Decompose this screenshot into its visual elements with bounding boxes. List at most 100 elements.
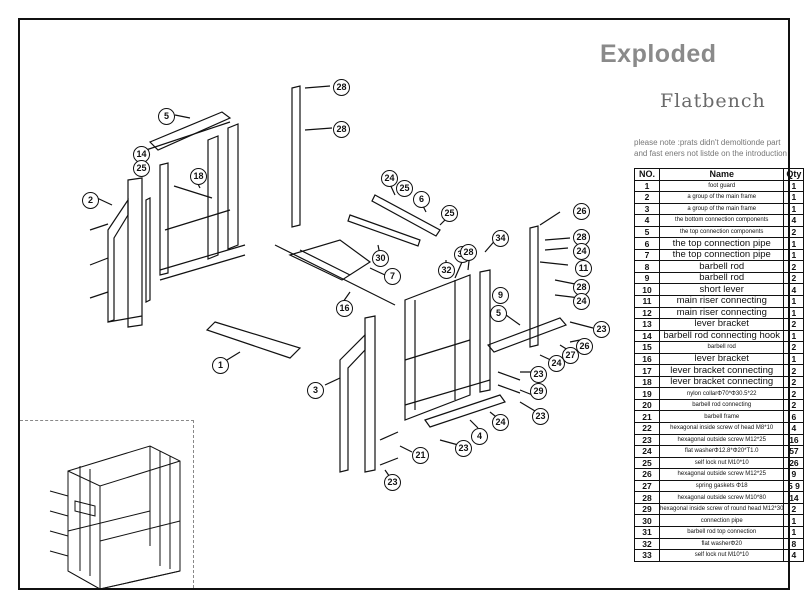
part-callout: 11 — [575, 260, 592, 277]
part-qty-cell: 1 — [783, 329, 805, 343]
part-name-cell: barbell rod connecting — [658, 398, 785, 412]
part-qty-cell: 2 — [783, 225, 805, 239]
part-qty-cell: 2 — [783, 387, 805, 400]
part-name-cell: barbell rod top connection — [658, 525, 785, 539]
part-callout: 2 — [82, 192, 99, 209]
part-name-cell: foot guard — [658, 179, 785, 193]
part-callout: 24 — [548, 355, 565, 372]
part-name-cell: main riser connecting — [658, 306, 785, 320]
part-callout: 29 — [530, 383, 547, 400]
part-name-cell: hexagonal outside screw M10*80 — [658, 491, 785, 504]
assembled-view-inset — [20, 420, 194, 590]
part-number-cell: 10 — [634, 283, 660, 296]
part-name-cell: lever bracket connecting — [658, 375, 785, 389]
part-number-cell: 31 — [634, 525, 660, 539]
part-foot-guard-1 — [205, 321, 302, 359]
part-callout: 28 — [333, 79, 350, 96]
part-number-cell: 12 — [634, 306, 660, 320]
part-qty-cell: 1 — [783, 514, 805, 527]
part-callout: 26 — [576, 338, 593, 355]
part-top-connection-6 — [371, 194, 441, 237]
part-callout: 18 — [190, 168, 207, 185]
assembled-view-drawing — [49, 445, 181, 590]
part-qty-cell: 2 — [783, 502, 805, 516]
part-number-cell: 33 — [634, 549, 660, 562]
part-callout: 26 — [573, 203, 590, 220]
part-main-frame-left — [107, 177, 151, 328]
part-callout: 25 — [441, 205, 458, 222]
part-callout: 24 — [492, 414, 509, 431]
part-number-cell: 16 — [634, 352, 660, 366]
part-number-cell: 5 — [634, 225, 660, 239]
part-name-cell: a group of the main frame — [658, 202, 785, 216]
page-title: Exploded — [600, 40, 717, 68]
part-callout: 28 — [333, 121, 350, 138]
part-left-cage — [159, 123, 246, 281]
part-name-cell: main riser connecting — [658, 295, 785, 308]
part-callout: 34 — [492, 230, 509, 247]
part-number-cell: 18 — [634, 375, 660, 389]
part-number-cell: 9 — [634, 271, 660, 285]
part-number-cell: 19 — [634, 387, 660, 400]
page-subtitle: Flatbench — [660, 90, 766, 112]
part-callout: 23 — [530, 366, 547, 383]
table-header-row: NO. Name Qty — [634, 168, 805, 181]
part-number-cell: 24 — [634, 445, 660, 458]
part-rod-11 — [529, 225, 539, 348]
part-number-cell: 8 — [634, 260, 660, 273]
part-callout: 9 — [492, 287, 509, 304]
part-name-cell: a group of the main frame — [658, 191, 785, 204]
part-number-cell: 30 — [634, 514, 660, 527]
part-number-cell: 15 — [634, 341, 660, 354]
part-callout: 30 — [372, 250, 389, 267]
part-qty-cell: 1 — [783, 237, 805, 250]
part-name-cell: nylon collarΦ70*Φ30.5*22 — [658, 387, 785, 400]
part-qty-cell: 9 — [783, 468, 805, 481]
part-callout: 23 — [455, 440, 472, 457]
part-name-cell: hexagonal inside screw of head M8*10 — [658, 422, 785, 435]
part-qty-cell: 26 — [783, 456, 805, 470]
part-name-cell: barbell rod — [658, 271, 785, 285]
part-callout: 4 — [471, 428, 488, 445]
part-number-cell: 6 — [634, 237, 660, 250]
part-callout: 16 — [336, 300, 353, 317]
part-number-cell: 3 — [634, 202, 660, 216]
part-hook-7 — [288, 239, 372, 281]
part-qty-cell: 1 — [783, 202, 805, 216]
part-qty-cell: 2 — [783, 375, 805, 389]
part-qty-cell: 57 — [783, 445, 805, 458]
part-number-cell: 21 — [634, 410, 660, 424]
part-callout: 7 — [384, 268, 401, 285]
part-name-cell: short lever — [658, 283, 785, 296]
part-callout: 24 — [573, 293, 590, 310]
part-number-cell: 13 — [634, 318, 660, 331]
part-name-cell: the top connection pipe — [658, 237, 785, 250]
part-qty-cell: 1 — [783, 295, 805, 308]
part-qty-cell: 4 — [783, 214, 805, 227]
part-number-cell: 29 — [634, 502, 660, 516]
part-qty-cell: 1 — [783, 306, 805, 320]
part-callout: 27 — [562, 347, 579, 364]
part-name-cell: lever bracket connecting — [658, 364, 785, 377]
